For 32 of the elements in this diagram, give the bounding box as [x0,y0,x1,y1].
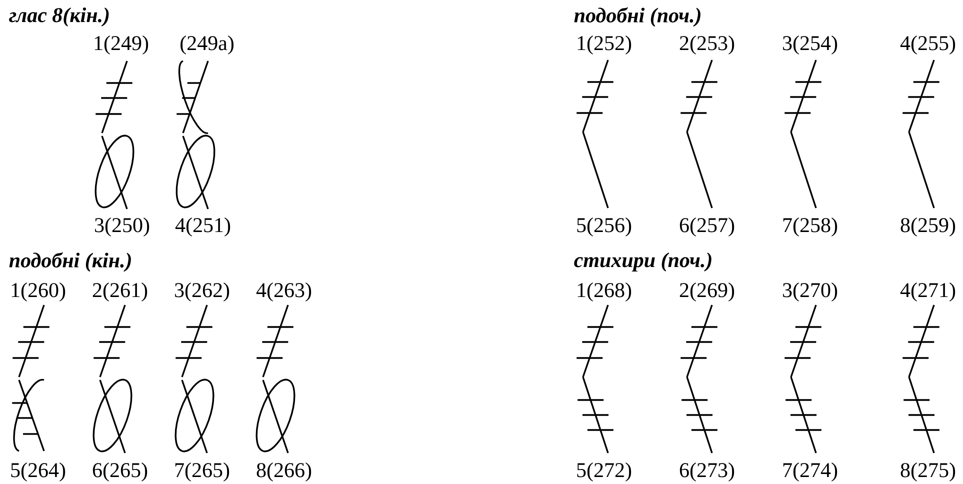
number-label: 1(260) [12,282,66,302]
number-label: 1(252) [578,35,632,55]
number-label: 6(273) [680,462,734,482]
number-label: 5(264) [11,462,66,482]
number-label: 6(265) [92,462,148,482]
number-label: 5(272) [577,462,632,482]
panel-title: глас 8(кін.) [9,7,109,27]
number-label: 2(261) [92,282,148,302]
number-label: (249a) [180,35,234,55]
number-label: 3(250) [95,217,150,237]
number-label: 7(258) [783,217,838,237]
number-label: 3(254) [783,35,838,55]
number-label: 8(275) [900,462,956,482]
number-label: 4(251) [175,217,230,237]
number-label: 5(256) [577,217,632,237]
number-label: 2(269) [680,282,734,302]
number-label: 2(253) [680,35,734,55]
number-label: 4(271) [900,282,956,302]
number-label: 6(257) [680,217,734,237]
panel-title: подобні (кін.) [9,252,131,272]
number-label: 4(255) [900,35,956,55]
number-label: 8(259) [900,217,956,237]
number-label: 7(274) [783,462,838,482]
number-label: 4(263) [256,282,312,302]
number-label: 1(249) [94,35,148,55]
number-label: 1(268) [578,282,632,302]
number-label: 3(270) [783,282,838,302]
panel-title: подобні (поч.) [574,7,700,27]
number-label: 8(266) [256,462,312,482]
number-label: 3(262) [175,282,230,302]
number-label: 7(265) [175,462,230,482]
panel-title: стихири (поч.) [574,252,712,272]
